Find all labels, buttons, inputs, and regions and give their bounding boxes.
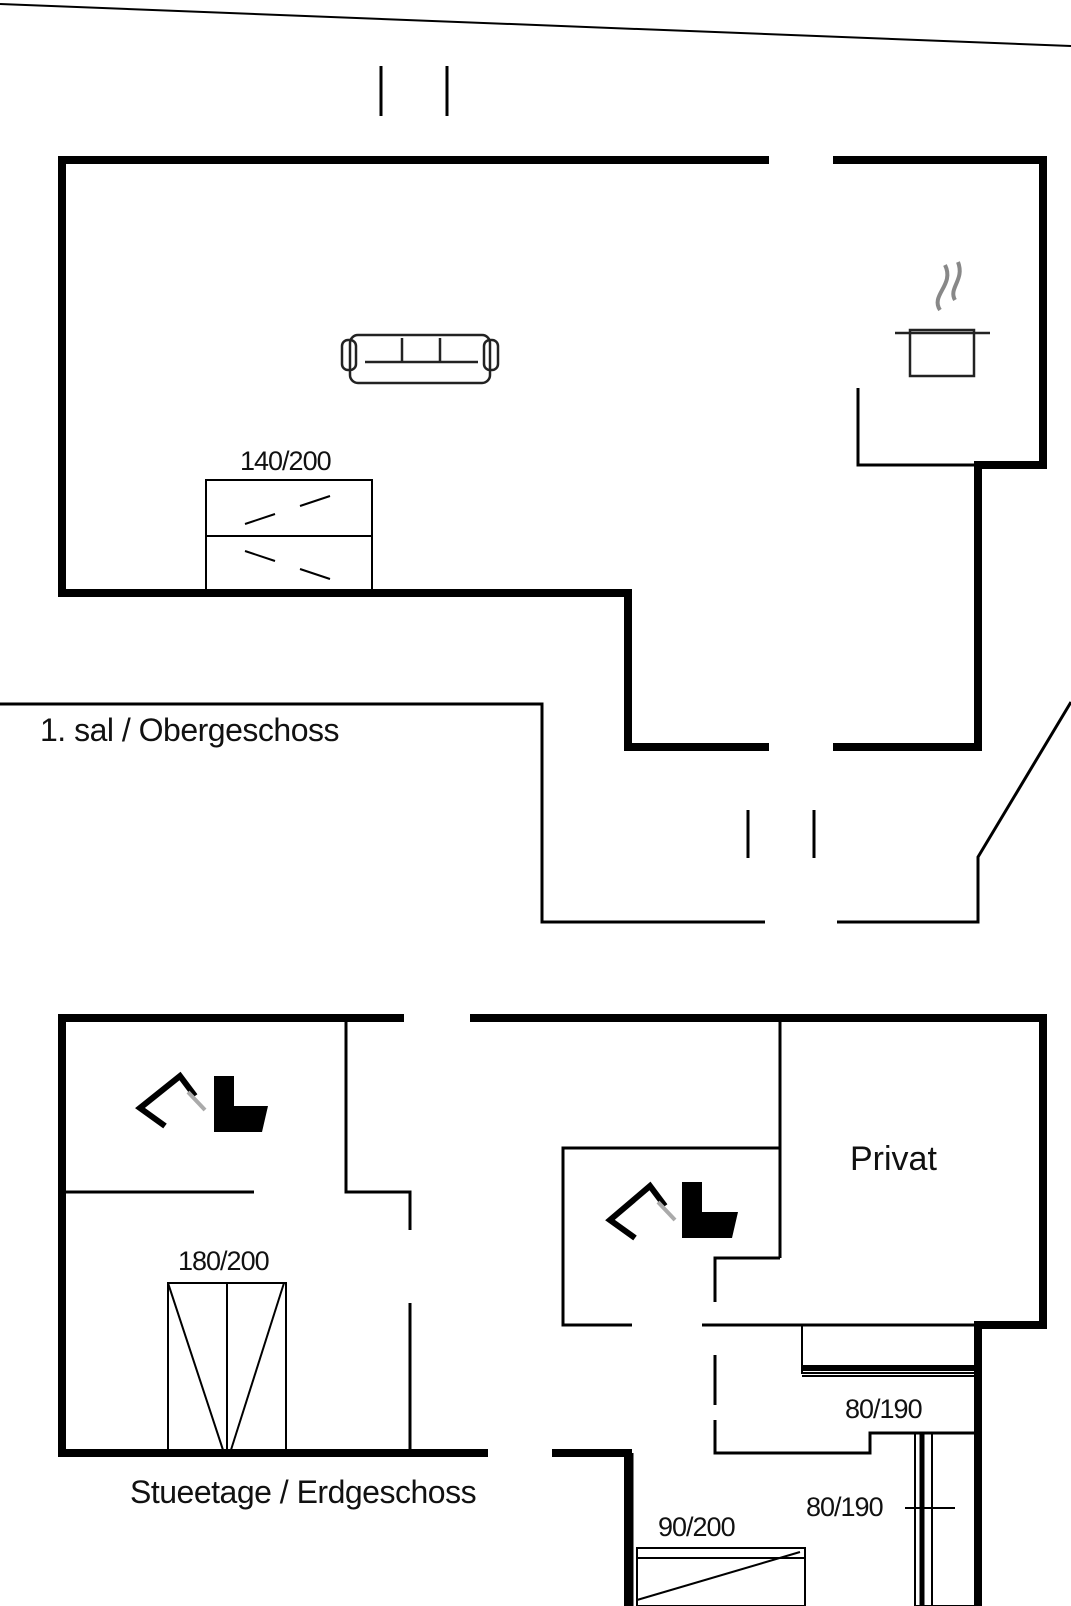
cooking-pot-icon [895, 261, 990, 378]
sofa-icon [340, 333, 500, 385]
ground-floor-label: Stueetage / Erdgeschoss [130, 1474, 477, 1510]
ground-floor-walls [58, 1014, 1047, 1606]
toilet-icon [682, 1182, 738, 1238]
bunk-bed-vertical [905, 1432, 979, 1606]
bunk-bed [801, 1324, 979, 1377]
upper-double-bed [205, 479, 373, 593]
single-bed-size-label: 90/200 [658, 1512, 736, 1542]
shower-icon [135, 1071, 207, 1129]
upper-bed-size-label: 140/200 [240, 446, 332, 476]
single-bed [636, 1547, 806, 1606]
shower-icon [605, 1181, 677, 1241]
upper-floor-walls [58, 156, 1047, 751]
toilet-icon [214, 1076, 268, 1132]
ground-bed-size-label: 180/200 [178, 1246, 270, 1276]
upper-floor-hall-outline [0, 701, 1071, 924]
ground-floor-partitions [62, 1018, 1043, 1606]
roof-line [0, 3, 1071, 47]
upper-floor-label: 1. sal / Obergeschoss [40, 712, 339, 748]
bunk-bed-size-label: 80/190 [845, 1394, 923, 1424]
bunk-bed-side-size-label: 80/190 [806, 1492, 884, 1522]
ground-double-bed [167, 1282, 287, 1454]
private-room-label: Privat [850, 1140, 937, 1178]
